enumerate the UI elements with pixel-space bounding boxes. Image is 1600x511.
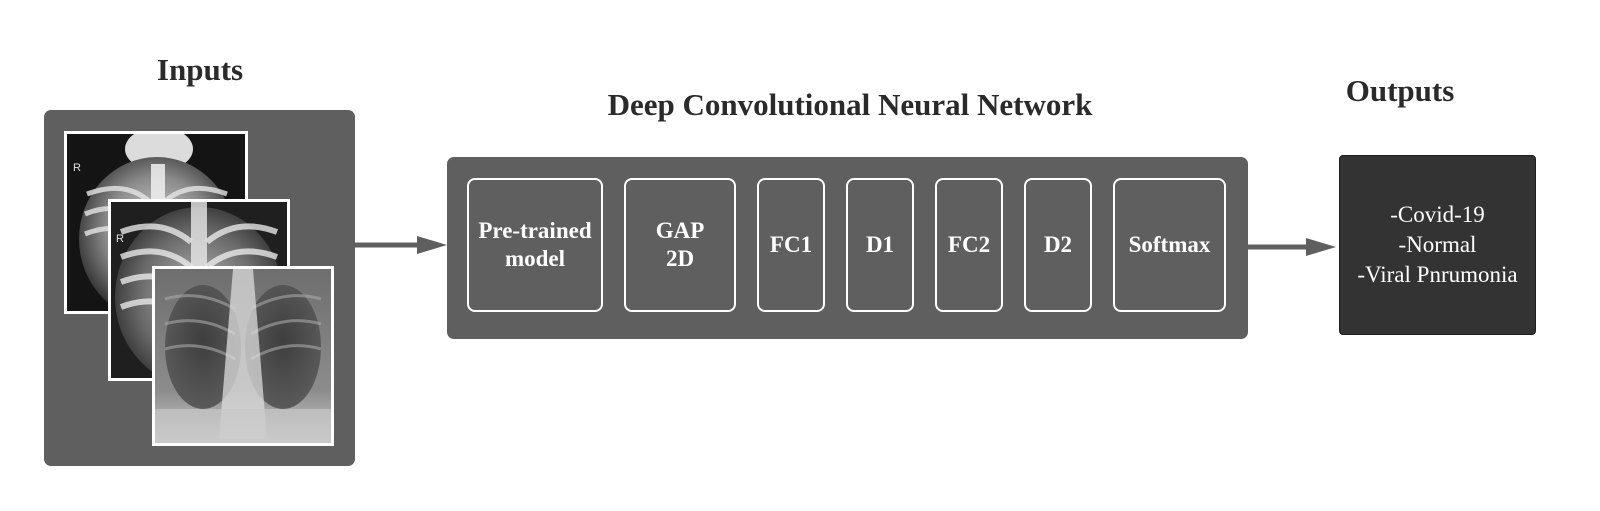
layer-d1: D1 (846, 178, 914, 312)
layer-softmax: Softmax (1113, 178, 1226, 312)
layer-label: FC2 (947, 232, 991, 258)
layer-label: FC1 (769, 232, 813, 258)
xray-drawing (155, 269, 331, 443)
outputs-box: -Covid-19 -Normal -Viral Pnrumonia (1339, 155, 1536, 335)
layer-label: GAP 2D (655, 218, 705, 271)
chest-xray-image-3 (152, 266, 334, 446)
layer-label: Softmax (1128, 232, 1211, 258)
arrow-right-icon (1248, 238, 1336, 256)
output-class-normal: -Normal (1398, 232, 1477, 258)
layer-fc1: FC1 (757, 178, 825, 312)
output-class-viral: -Viral Pnrumonia (1357, 261, 1518, 287)
output-class-covid: -Covid-19 (1390, 202, 1485, 228)
xray-marker-2: R (116, 233, 124, 245)
layer-fc2: FC2 (935, 178, 1003, 312)
xray-marker-1: R (73, 162, 81, 174)
layer-label: D1 (865, 232, 895, 258)
inputs-title: Inputs (156, 52, 244, 87)
layer-gap-2d: GAP 2D (624, 178, 736, 312)
layer-pretrained-model: Pre-trained model (467, 178, 603, 312)
network-title: Deep Convolutional Neural Network (607, 87, 1093, 122)
layer-label: D2 (1043, 232, 1073, 258)
outputs-title: Outputs (1345, 73, 1455, 108)
layer-label: Pre-trained model (478, 218, 592, 271)
arrow-right-icon (355, 236, 447, 254)
layer-d2: D2 (1024, 178, 1092, 312)
